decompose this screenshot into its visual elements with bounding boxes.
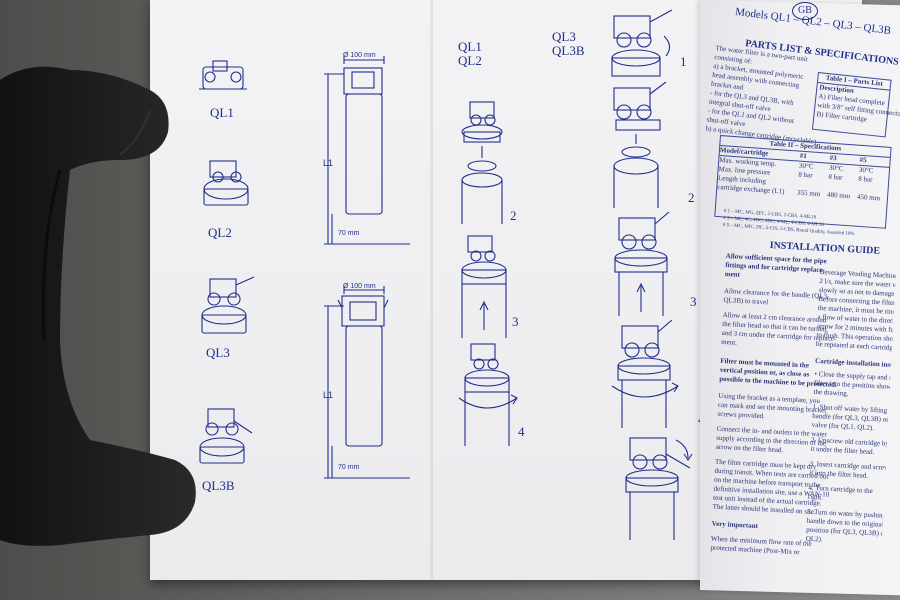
ql3-step-2-drawing — [613, 81, 667, 208]
specs-cell: 480 mm — [826, 190, 851, 201]
parts-table: Table I – Parts List Description A) Filt… — [811, 72, 900, 138]
ql1-head-drawing — [199, 60, 247, 90]
install-col-right: Beverage Vending Machines) is less than … — [806, 268, 896, 548]
middle-header-ql1: QL1 — [458, 39, 482, 54]
right-header-ql3b: QL3B — [552, 43, 585, 58]
label-ql2: QL2 — [208, 225, 232, 240]
label-ql3: QL3 — [206, 345, 230, 360]
specs-cell: 450 mm — [856, 192, 881, 203]
diameter-label-top: Ø 100 mm — [343, 52, 376, 59]
right-header: QL3 QL3B — [552, 30, 585, 58]
ql3-step-5-drawing — [625, 437, 693, 540]
base-label-top: 70 mm — [338, 230, 360, 237]
right-step-2: 2 — [688, 190, 695, 205]
ql3-step-1-drawing — [611, 9, 673, 77]
diameter-label-bottom: Ø 100 mm — [343, 283, 376, 290]
length-label-top: L1 — [323, 158, 334, 168]
right-step-1: 1 — [680, 54, 687, 69]
label-ql3b: QL3B — [202, 478, 235, 493]
middle-step-2: 2 — [510, 208, 517, 223]
right-step-3: 3 — [690, 294, 697, 309]
middle-step-3: 3 — [512, 314, 519, 329]
ql2-head-drawing — [203, 160, 249, 206]
middle-header-ql2: QL2 — [458, 53, 482, 68]
ql1-step-4-drawing — [458, 343, 518, 446]
length-label-bottom: L1 — [323, 390, 334, 400]
right-header-ql3: QL3 — [552, 29, 576, 44]
specs-cell: 8 bar — [858, 174, 873, 184]
specs-cell: 355 mm — [796, 188, 821, 199]
middle-step-4: 4 — [518, 424, 525, 439]
ql1-step-2-drawing — [461, 101, 503, 224]
base-label-bottom: 70 mm — [338, 464, 360, 471]
language-badge: GB — [792, 2, 818, 20]
filter-dimension-drawing-top — [324, 56, 410, 245]
ql3-step-4-drawing — [611, 320, 679, 428]
filter-dimension-drawing-bottom — [324, 286, 410, 479]
sheet-fold — [430, 0, 433, 580]
intro-text: The water filter is a two-part unit cons… — [705, 44, 826, 147]
ql3-head-drawing — [201, 276, 255, 334]
ql3-step-3-drawing — [614, 212, 670, 316]
ql3b-head-drawing — [199, 408, 253, 464]
label-ql1: QL1 — [210, 105, 234, 120]
ql1-step-3-drawing — [461, 235, 507, 338]
gloved-hand — [0, 66, 196, 546]
middle-header: QL1 QL2 — [458, 40, 482, 68]
